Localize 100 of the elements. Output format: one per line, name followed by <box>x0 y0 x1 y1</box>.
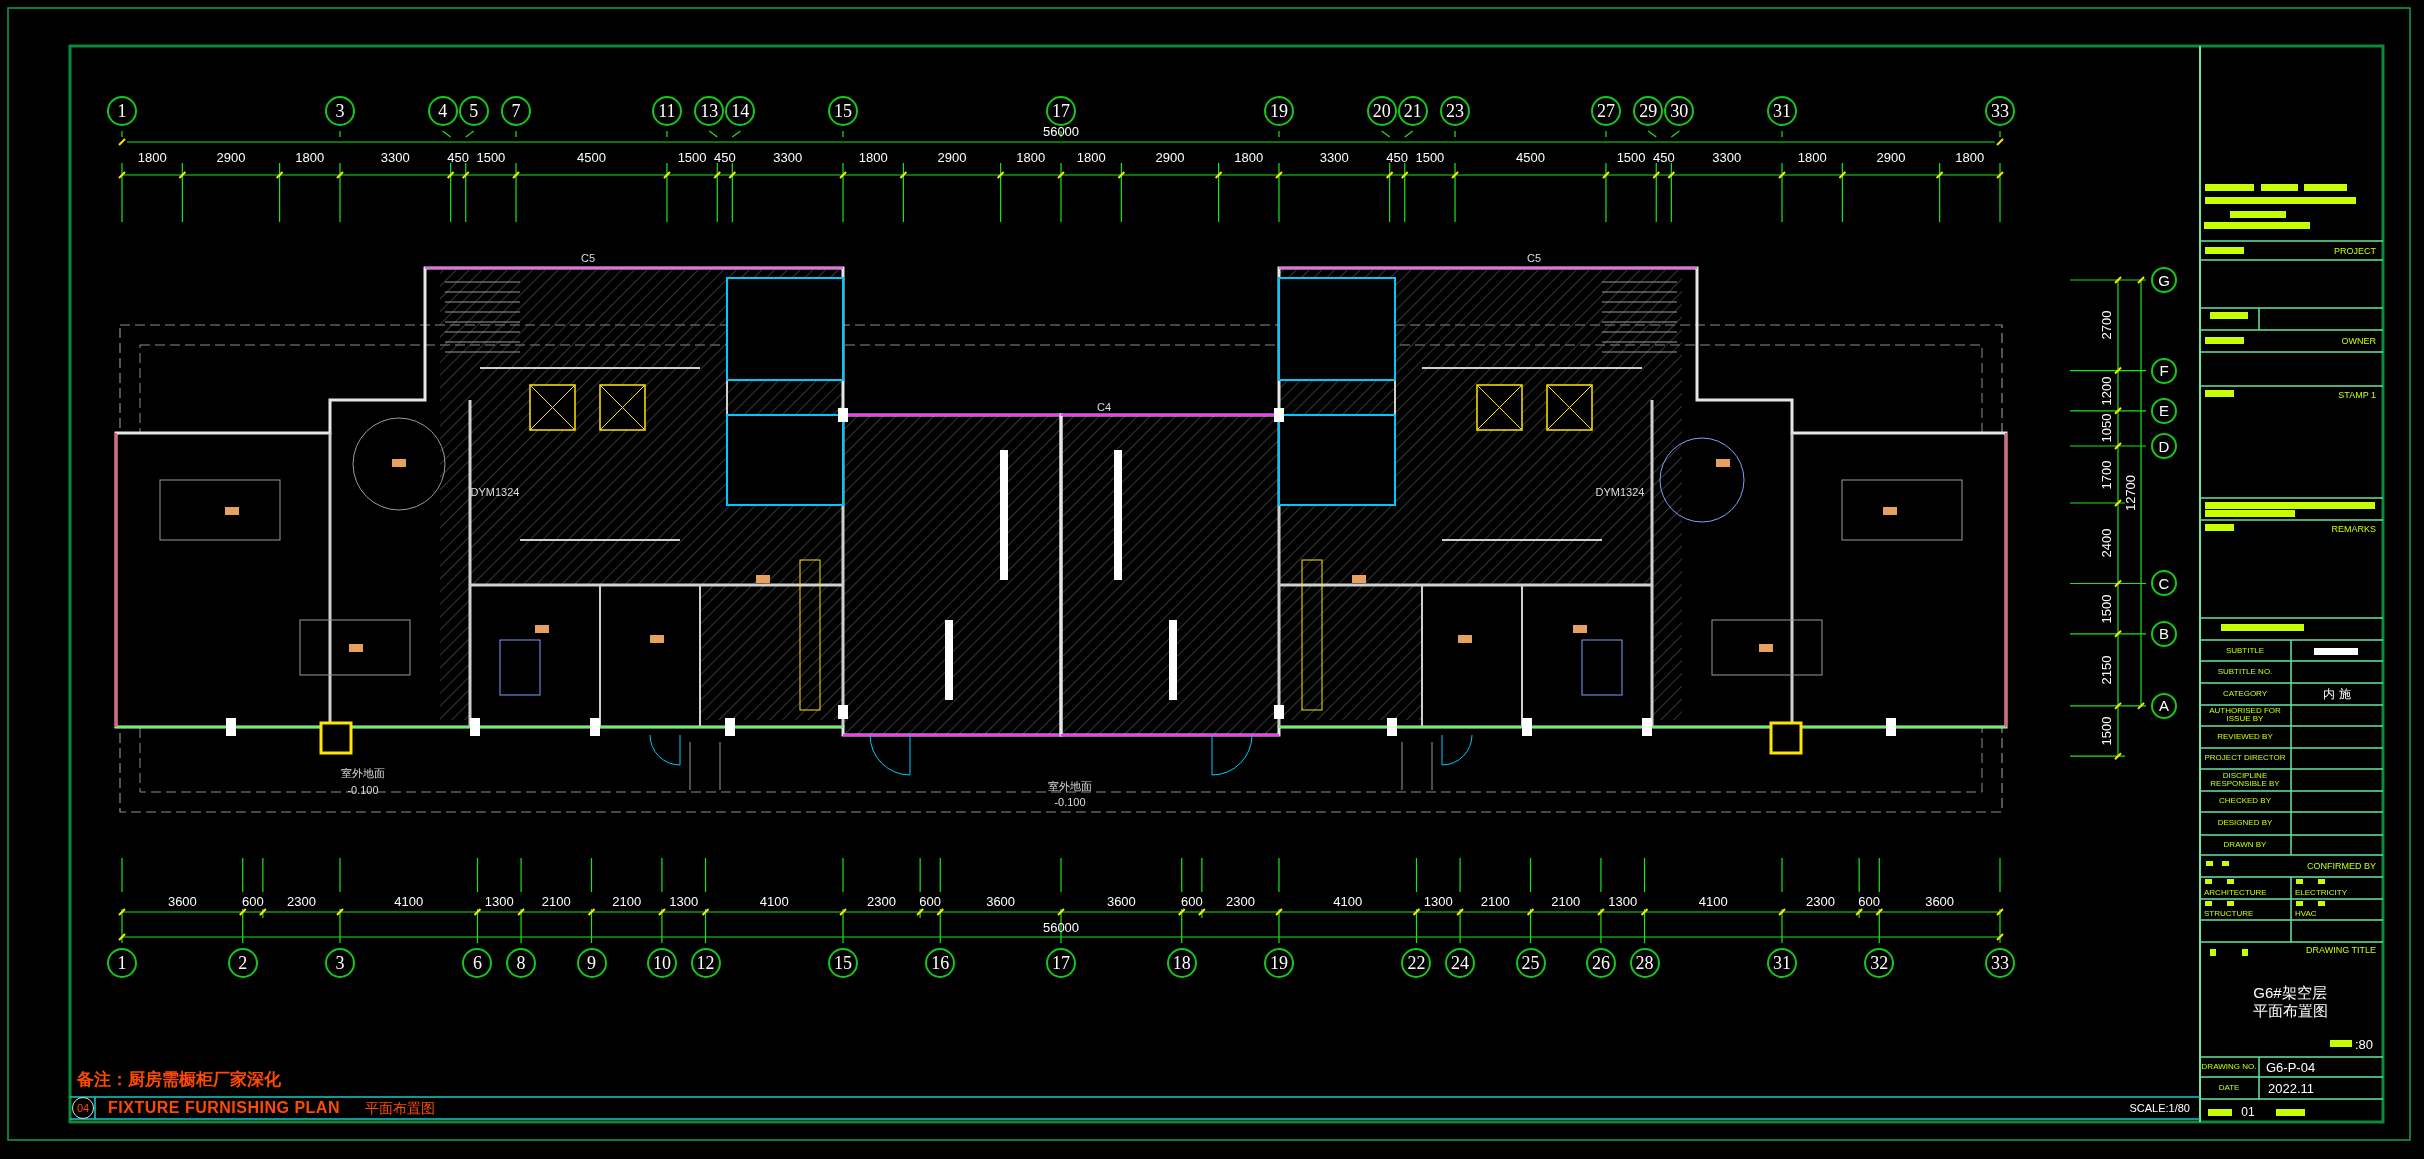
plan-label: C5 <box>1526 252 1542 264</box>
grid-bubble: G <box>2151 267 2177 293</box>
dimension-text: 3300 <box>1319 150 1349 164</box>
dimension-text: 2400 <box>2099 528 2113 558</box>
title-block-text: ARCHITECTURE <box>2204 889 2267 897</box>
title-block-text: REVIEWED BY <box>2216 732 2274 742</box>
dimension-text: 1500 <box>2099 716 2113 746</box>
dimension-text: 450 <box>713 150 736 164</box>
dimension-text: 2900 <box>1876 150 1906 164</box>
grid-bubble: 9 <box>576 948 607 978</box>
dimension-text: 4100 <box>759 894 789 908</box>
grid-bubble: 17 <box>1046 948 1076 978</box>
plan-title: FIXTURE FURNISHING PLAN <box>108 1100 340 1116</box>
grid-bubble: E <box>2151 397 2177 424</box>
grid-bubble: 26 <box>1585 948 1616 978</box>
dimension-text: 2300 <box>1806 894 1836 908</box>
grid-bubble: 19 <box>1263 948 1294 978</box>
dimension-text: 2100 <box>612 894 642 908</box>
dimension-text: 2700 <box>2099 310 2113 340</box>
dimension-text: 4500 <box>1516 150 1545 164</box>
dimension-text: 4100 <box>1333 894 1363 908</box>
dimension-text: 600 <box>1180 894 1203 908</box>
title-block-text: :80 <box>2355 1037 2374 1051</box>
dimension-text: 2100 <box>1480 894 1510 908</box>
title-block-text: ELECTRICITY <box>2295 889 2347 897</box>
dimension-text: 3600 <box>1106 894 1136 908</box>
title-block-text: G6#架空层 <box>2253 984 2327 1000</box>
dimension-text: 3300 <box>773 150 803 164</box>
grid-bubble: A <box>2151 692 2177 719</box>
plan-label: -0.100 <box>1054 796 1086 808</box>
scale-text: SCALE:1/80 <box>2129 1102 2190 1114</box>
title-block-text: SUBTITLE <box>2224 646 2266 656</box>
dimension-text: 1500 <box>476 150 506 164</box>
dimension-text: 3600 <box>986 894 1016 908</box>
grid-bubble: 31 <box>1767 948 1797 978</box>
grid-bubble: 13 <box>694 96 725 126</box>
title-block-text: STAMP 1 <box>2338 390 2376 400</box>
grid-bubble: B <box>2151 620 2177 647</box>
dimension-text: 450 <box>447 150 470 164</box>
dimension-text: 1700 <box>2099 460 2113 489</box>
title-block-text: CONFIRMED BY <box>2307 861 2376 871</box>
title-block-text: CATEGORY <box>2221 689 2269 699</box>
dimension-text: 1800 <box>858 150 888 164</box>
grid-bubble: 18 <box>1166 948 1197 978</box>
grid-bubble: 21 <box>1397 96 1428 126</box>
grid-bubble: 22 <box>1401 948 1432 978</box>
dimension-text: 1500 <box>2099 594 2113 624</box>
dimension-text: 2150 <box>2099 655 2113 685</box>
grid-bubble: 19 <box>1263 96 1294 126</box>
title-block-text: PROJECT DIRECTOR <box>2203 753 2287 763</box>
dimension-text: 4500 <box>577 150 606 164</box>
dimension-text: 2900 <box>937 150 967 164</box>
grid-bubble: C <box>2151 570 2177 597</box>
dimension-text: 1200 <box>2099 376 2113 406</box>
grid-bubble: 23 <box>1440 96 1471 126</box>
grid-bubble: 15 <box>828 948 858 978</box>
dimension-text: 1800 <box>1016 150 1046 164</box>
grid-bubble: 33 <box>1985 948 2015 978</box>
dimension-text: 2300 <box>867 894 897 908</box>
grid-bubble: 29 <box>1633 96 1664 126</box>
dimension-text: 2300 <box>1225 894 1255 908</box>
plan-label: 室外地面 <box>341 767 385 779</box>
grid-bubble: 8 <box>506 948 537 978</box>
title-block-text: 01 <box>2241 1106 2255 1118</box>
plan-label: -0.100 <box>347 784 379 796</box>
title-block-text: G6-P-04 <box>2266 1060 2316 1074</box>
grid-bubble: 2 <box>227 948 258 978</box>
title-block-text: DISCIPLINE RESPONSIBLE BY <box>2209 771 2281 789</box>
grid-bubble: 3 <box>324 948 355 978</box>
grid-bubble: F <box>2151 357 2177 384</box>
plan-label: 室外地面 <box>1048 780 1092 792</box>
title-block-text: OWNER <box>2341 336 2376 346</box>
note-text: 备注：厨房需橱柜厂家深化 <box>77 1070 281 1088</box>
dimension-text: 12700 <box>2123 474 2137 511</box>
dimension-text: 3300 <box>380 150 410 164</box>
dimension-text: 450 <box>1652 150 1675 164</box>
dimension-text: 2300 <box>286 894 316 908</box>
grid-bubble: 1 <box>107 96 137 126</box>
grid-bubble: 14 <box>725 96 756 126</box>
plan-subtitle: 平面布置图 <box>365 1101 435 1115</box>
dimension-text: 3600 <box>1925 894 1955 908</box>
dimension-text: 1800 <box>137 150 167 164</box>
plan-label: DYM1324 <box>1595 486 1645 498</box>
dimension-text: 56000 <box>1042 124 1080 138</box>
grid-bubble: 20 <box>1366 96 1397 126</box>
grid-bubble: 31 <box>1767 96 1797 126</box>
plan-label: C5 <box>580 252 596 264</box>
dimension-text: 1800 <box>295 150 325 164</box>
grid-bubble: 7 <box>501 96 532 126</box>
grid-bubble: 12 <box>690 948 721 978</box>
dimension-text: 600 <box>241 894 264 908</box>
dimension-text: 1300 <box>1608 894 1638 908</box>
dimension-text: 1500 <box>1616 150 1646 164</box>
title-block-text: REMARKS <box>2331 524 2376 534</box>
dimension-text: 2900 <box>1155 150 1185 164</box>
grid-bubble: 24 <box>1445 948 1476 978</box>
grid-bubble: 15 <box>828 96 858 126</box>
dimension-text: 1300 <box>484 894 514 908</box>
grid-bubble: 5 <box>458 96 489 126</box>
dimension-text: 2100 <box>1551 894 1581 908</box>
